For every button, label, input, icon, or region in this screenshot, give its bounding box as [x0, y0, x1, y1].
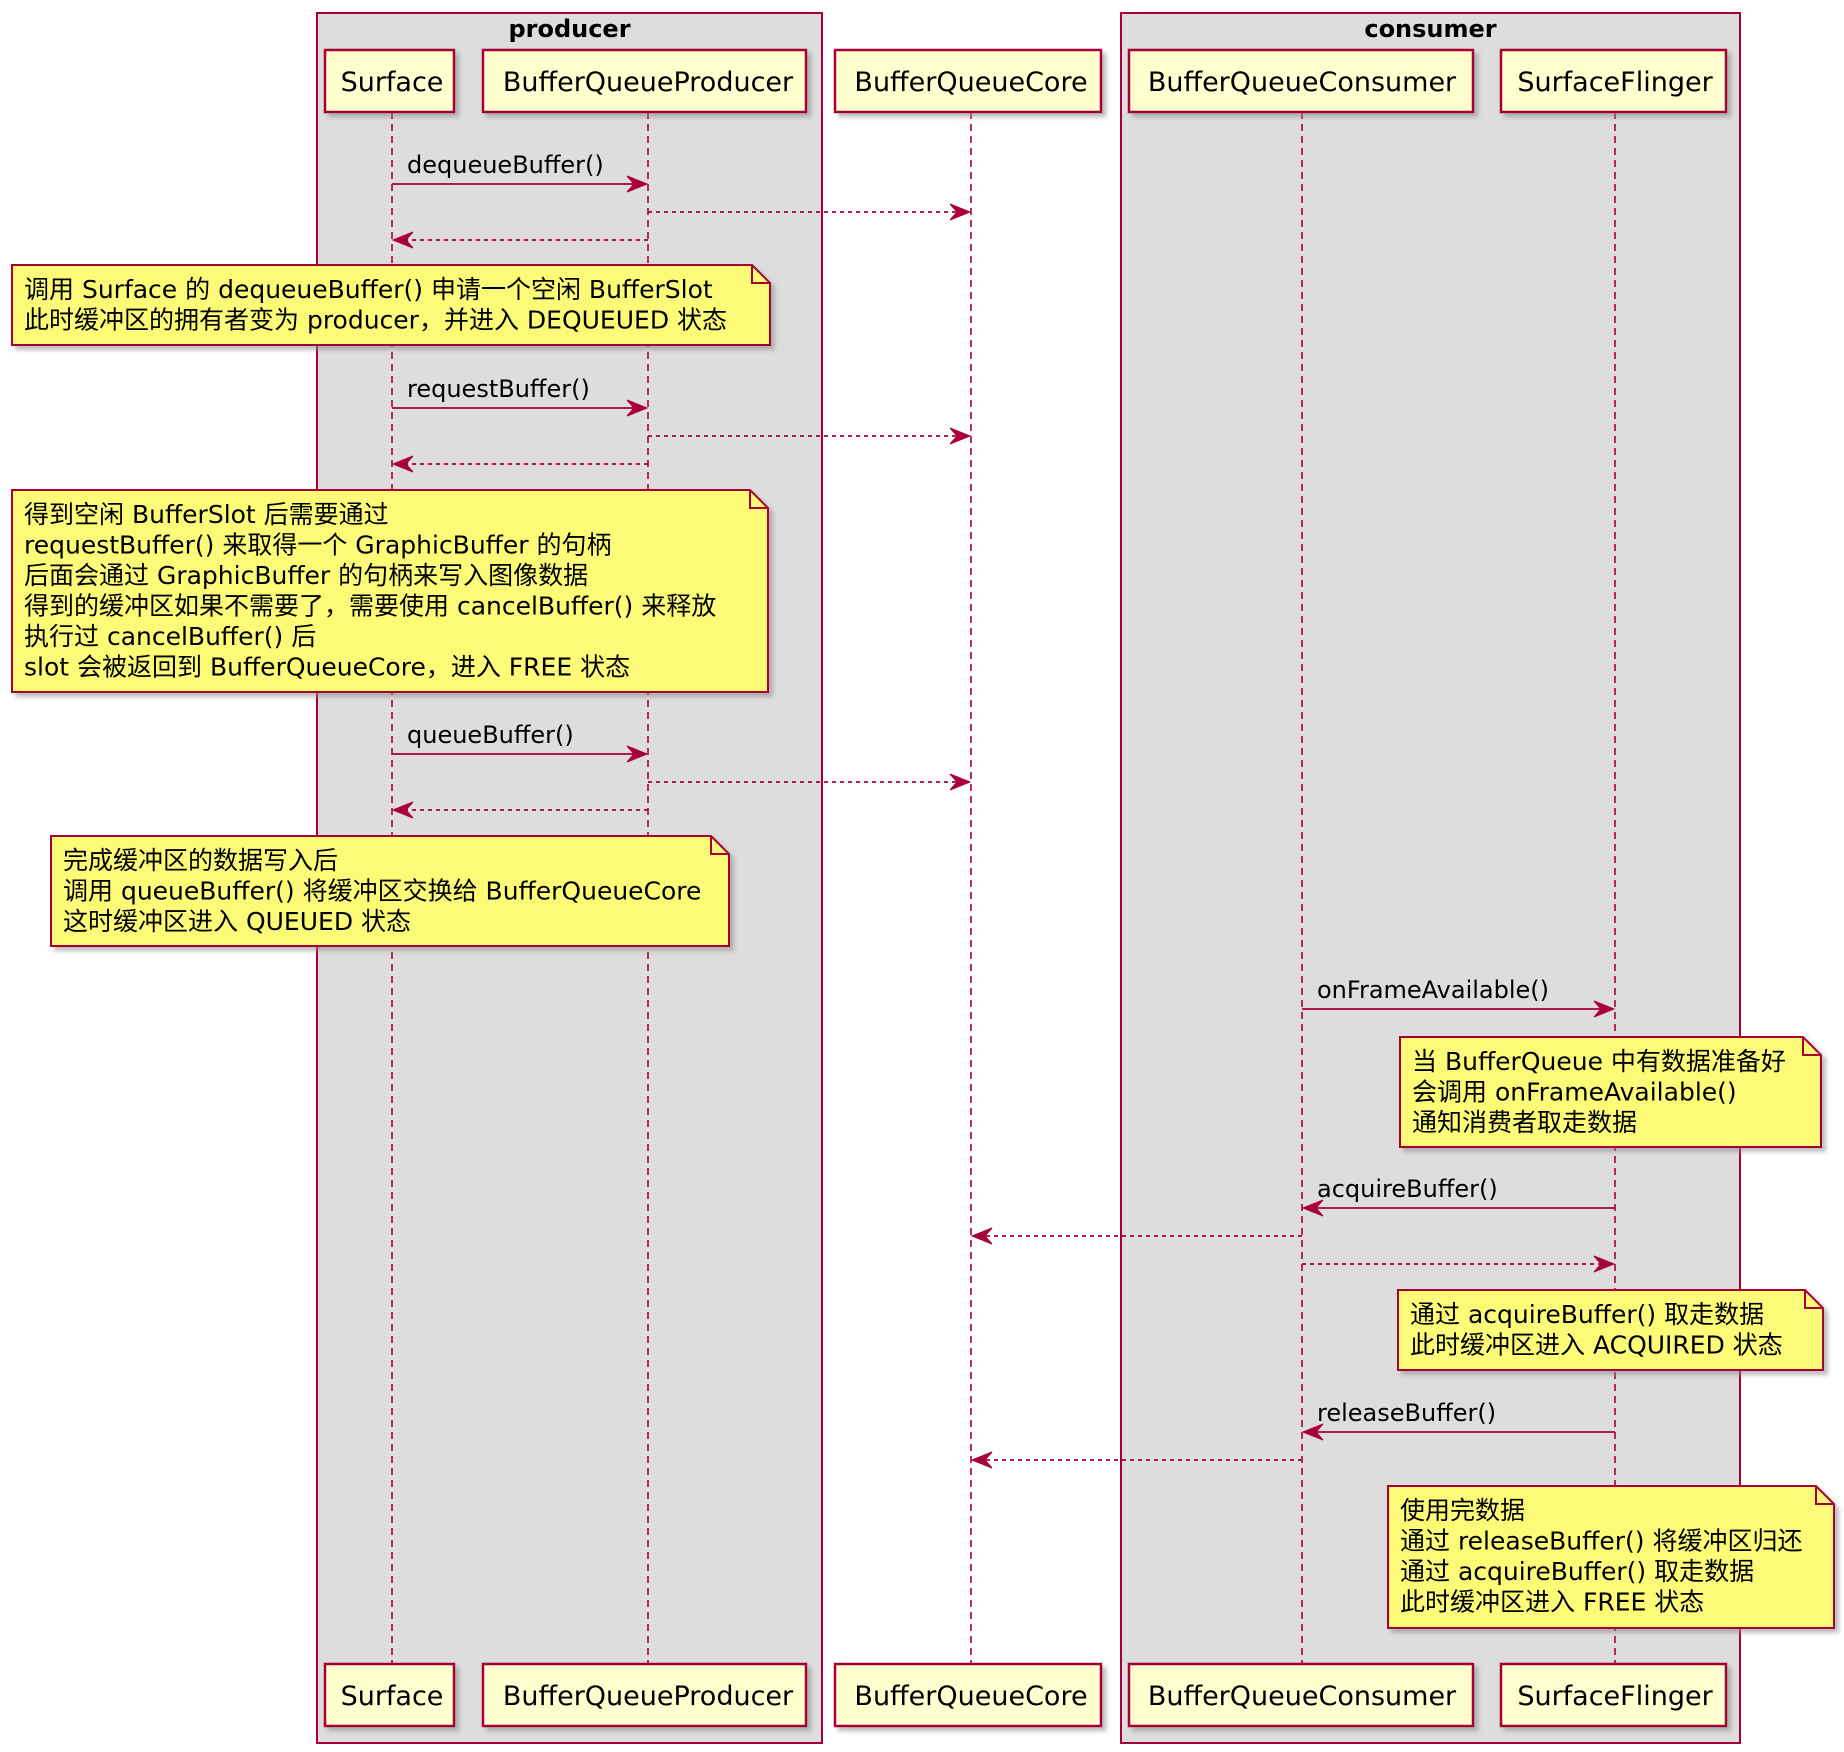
- message-label: queueBuffer(): [407, 721, 574, 749]
- participant-label-surface-bottom: Surface: [341, 1681, 444, 1712]
- message-14: [970, 1451, 1302, 1469]
- note-box: [1387, 1485, 1835, 1629]
- note-box: [1397, 1289, 1824, 1371]
- message-arrowhead: [1301, 1423, 1324, 1441]
- note-fold: [751, 265, 770, 284]
- message-0: dequeueBuffer(): [392, 151, 649, 193]
- participant-box-bqconsumer-bottom: [1127, 1662, 1475, 1728]
- note-fold: [1815, 1486, 1834, 1505]
- message-label: dequeueBuffer(): [407, 151, 604, 179]
- message-10: acquireBuffer(): [1301, 1175, 1615, 1217]
- participant-box-surface-top: [323, 48, 456, 114]
- message-arrowhead: [391, 801, 414, 819]
- note-line: slot 会被返回到 BufferQueueCore，进入 FREE 状态: [24, 653, 630, 682]
- note-line: 执行过 cancelBuffer() 后: [24, 622, 316, 651]
- message-arrowhead: [391, 455, 414, 473]
- participant-box-surface-bottom: [323, 1662, 456, 1728]
- participant-box-bqproducer-top: [481, 48, 808, 114]
- note-line: 后面会通过 GraphicBuffer 的句柄来写入图像数据: [24, 561, 588, 590]
- message-arrowhead: [626, 399, 649, 417]
- message-label: onFrameAvailable(): [1317, 976, 1549, 1004]
- message-arrowhead: [970, 1451, 993, 1469]
- note-line: 完成缓冲区的数据写入后: [63, 846, 338, 875]
- message-4: [648, 427, 972, 445]
- message-arrowhead: [626, 175, 649, 193]
- note-box: [50, 835, 730, 947]
- message-13: releaseBuffer(): [1301, 1399, 1615, 1441]
- participant-label-bqproducer-top: BufferQueueProducer: [503, 67, 794, 98]
- message-1: [648, 203, 972, 221]
- message-label: requestBuffer(): [407, 375, 590, 403]
- note-line: 此时缓冲区进入 ACQUIRED 状态: [1410, 1331, 1783, 1360]
- message-12: [1302, 1255, 1616, 1273]
- message-label: releaseBuffer(): [1317, 1399, 1496, 1427]
- participant-box-bqcore-top: [833, 48, 1103, 114]
- note-line: 当 BufferQueue 中有数据准备好: [1412, 1047, 1786, 1076]
- message-3: requestBuffer(): [392, 375, 649, 417]
- note-line: 会调用 onFrameAvailable(): [1412, 1078, 1737, 1107]
- note-fold: [710, 836, 729, 855]
- group-box-consumer: [1120, 12, 1741, 1744]
- message-7: [648, 773, 972, 791]
- participant-label-bqcore-bottom: BufferQueueCore: [854, 1681, 1087, 1712]
- note-box: [11, 489, 769, 693]
- note-line: 这时缓冲区进入 QUEUED 状态: [63, 907, 411, 936]
- message-9: onFrameAvailable(): [1302, 976, 1616, 1018]
- note-line: 通过 releaseBuffer() 将缓冲区归还: [1400, 1527, 1802, 1556]
- note-line: 此时缓冲区的拥有者变为 producer，并进入 DEQUEUED 状态: [24, 306, 727, 335]
- participant-label-bqcore-top: BufferQueueCore: [854, 67, 1087, 98]
- message-arrowhead: [391, 231, 414, 249]
- group-title-consumer: consumer: [1364, 15, 1496, 43]
- message-arrowhead: [970, 1227, 993, 1245]
- message-arrowhead: [1593, 1255, 1616, 1273]
- note-line: 得到的缓冲区如果不需要了，需要使用 cancelBuffer() 来释放: [24, 592, 716, 621]
- note-0: 调用 Surface 的 dequeueBuffer() 申请一个空闲 Buff…: [11, 264, 771, 346]
- note-line: 此时缓冲区进入 FREE 状态: [1400, 1588, 1704, 1617]
- message-arrowhead: [1301, 1199, 1324, 1217]
- note-fold: [1802, 1037, 1821, 1056]
- participant-box-surfaceflinger-top: [1499, 48, 1728, 114]
- message-2: [391, 231, 648, 249]
- message-6: queueBuffer(): [392, 721, 649, 763]
- message-arrowhead: [1593, 1000, 1616, 1018]
- note-line: 通过 acquireBuffer() 取走数据: [1400, 1557, 1754, 1586]
- participant-label-surfaceflinger-bottom: SurfaceFlinger: [1517, 1681, 1713, 1712]
- message-8: [391, 801, 648, 819]
- participant-box-bqproducer-bottom: [481, 1662, 808, 1728]
- note-fold: [749, 490, 768, 509]
- note-line: 使用完数据: [1400, 1496, 1525, 1525]
- message-arrowhead: [949, 773, 972, 791]
- note-line: 通过 acquireBuffer() 取走数据: [1410, 1300, 1764, 1329]
- note-box: [11, 264, 771, 346]
- note-line: 得到空闲 BufferSlot 后需要通过: [24, 500, 389, 529]
- note-line: 调用 Surface 的 dequeueBuffer() 申请一个空闲 Buff…: [24, 275, 713, 304]
- note-box: [1399, 1036, 1822, 1148]
- group-title-producer: producer: [508, 15, 630, 43]
- participant-box-bqcore-bottom: [833, 1662, 1103, 1728]
- message-arrowhead: [949, 427, 972, 445]
- note-fold: [1804, 1290, 1823, 1309]
- participant-label-bqconsumer-top: BufferQueueConsumer: [1148, 67, 1457, 98]
- participant-box-bqconsumer-top: [1127, 48, 1475, 114]
- message-label: acquireBuffer(): [1317, 1175, 1498, 1203]
- message-arrowhead: [949, 203, 972, 221]
- message-arrowhead: [626, 745, 649, 763]
- participant-label-bqproducer-bottom: BufferQueueProducer: [503, 1681, 794, 1712]
- participant-label-surfaceflinger-top: SurfaceFlinger: [1517, 67, 1713, 98]
- message-11: [970, 1227, 1302, 1245]
- participant-label-surface-top: Surface: [341, 67, 444, 98]
- note-line: 调用 queueBuffer() 将缓冲区交换给 BufferQueueCore: [63, 877, 701, 906]
- note-line: requestBuffer() 来取得一个 GraphicBuffer 的句柄: [24, 531, 612, 560]
- participant-box-surfaceflinger-bottom: [1499, 1662, 1728, 1728]
- note-line: 通知消费者取走数据: [1412, 1108, 1637, 1137]
- message-5: [391, 455, 648, 473]
- participant-label-bqconsumer-bottom: BufferQueueConsumer: [1148, 1681, 1457, 1712]
